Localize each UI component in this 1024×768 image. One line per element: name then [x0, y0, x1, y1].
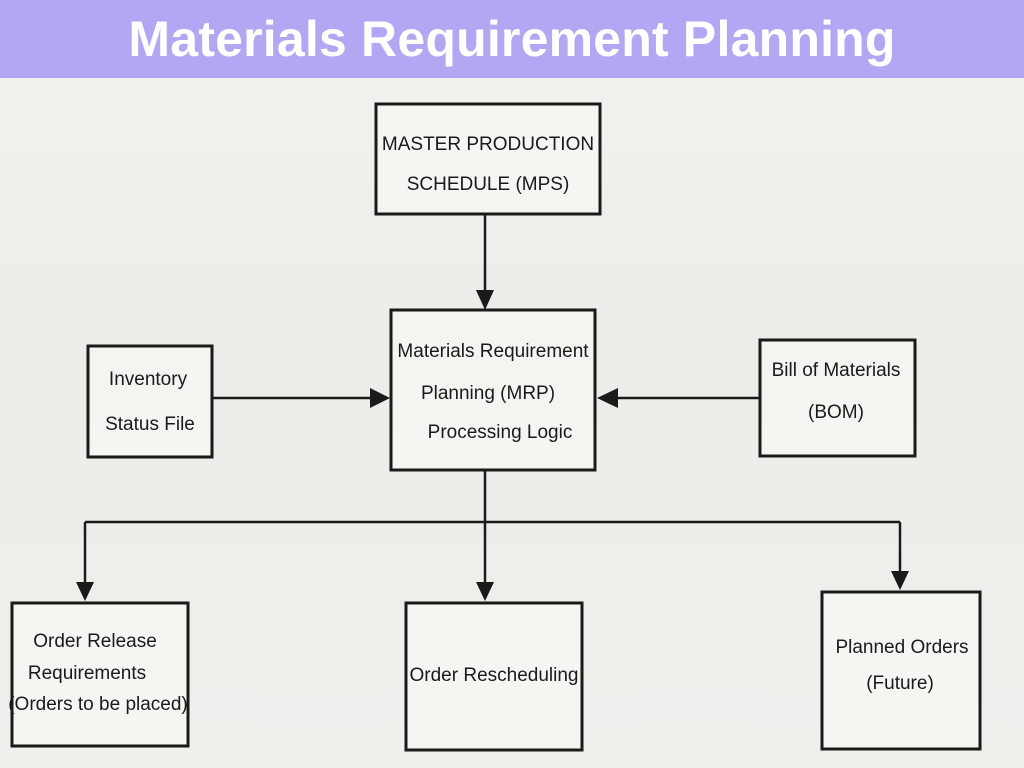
node-mrp-line-1: Materials Requirement	[397, 341, 589, 362]
slide-title: Materials Requirement Planning	[128, 11, 896, 67]
arrowhead-order-rescheduling	[476, 582, 494, 601]
node-order-rescheduling: Order Rescheduling	[404, 601, 584, 752]
node-mrp-line-3: Processing Logic	[428, 422, 573, 443]
arrowhead-mrp-left	[370, 388, 390, 408]
arrowhead-order-release	[76, 582, 94, 601]
node-planned-orders-line-1: Planned Orders	[835, 637, 968, 658]
node-inventory-status-file: Inventory Status File	[86, 344, 214, 459]
connectors	[76, 214, 909, 601]
arrowhead-planned-orders	[891, 571, 909, 590]
node-planned-orders-line-2: (Future)	[866, 673, 934, 694]
arrowhead-mrp-right	[597, 388, 618, 408]
node-mrp: Materials Requirement Planning (MRP) Pro…	[389, 308, 597, 472]
node-bom-line-1: Bill of Materials	[772, 360, 901, 381]
node-order-release-line-3: (Orders to be placed)	[8, 694, 188, 715]
node-mps-line-2: SCHEDULE (MPS)	[407, 174, 570, 195]
node-mrp-line-2: Planning (MRP)	[421, 383, 555, 404]
node-inventory-line-1: Inventory	[109, 369, 188, 390]
arrowhead-mrp-top	[476, 290, 494, 310]
node-planned-orders: Planned Orders (Future)	[820, 590, 982, 751]
node-order-release-line-1: Order Release	[33, 631, 157, 652]
node-inventory-line-2: Status File	[105, 414, 195, 435]
node-mps: MASTER PRODUCTION SCHEDULE (MPS)	[374, 102, 602, 216]
node-order-rescheduling-line-1: Order Rescheduling	[410, 665, 579, 686]
node-bill-of-materials: Bill of Materials (BOM)	[758, 338, 917, 458]
node-order-release-line-2: Requirements	[28, 663, 146, 684]
node-mps-line-1: MASTER PRODUCTION	[382, 134, 594, 155]
node-bom-line-2: (BOM)	[808, 402, 864, 423]
title-bar: Materials Requirement Planning	[0, 0, 1024, 78]
node-order-release-requirements: Order Release Requirements (Orders to be…	[8, 601, 190, 748]
